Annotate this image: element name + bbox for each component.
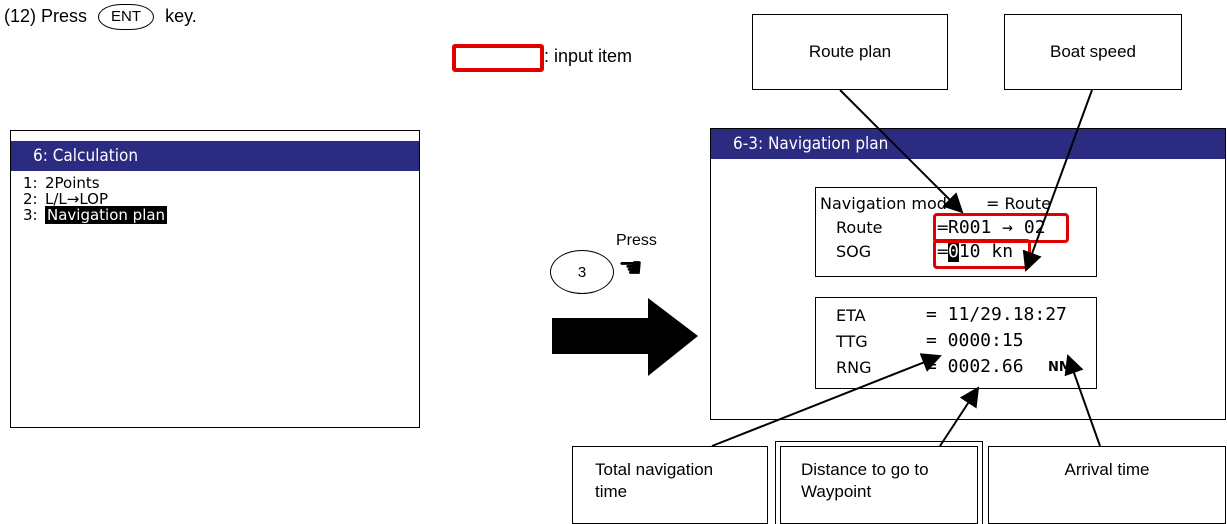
sog-value[interactable]: 010 kn [948, 241, 1013, 262]
total-nav-time-arrow [711, 353, 942, 447]
instruction-line: (12) Press ENT key. [4, 4, 197, 30]
distance-to-go-callout: Distance to go to Waypoint [775, 441, 983, 524]
boat-speed-callout: Boat speed [1004, 14, 1182, 90]
menu-item-label-selected: Navigation plan [45, 206, 168, 224]
big-right-arrow-icon [552, 298, 698, 376]
key-3-button: 3 [550, 250, 614, 294]
navigation-mode-label: Navigation mode [820, 194, 957, 213]
arrival-time-arrow [1064, 354, 1101, 447]
boat-speed-arrow [1022, 89, 1093, 272]
sog-label: SOG [836, 242, 872, 261]
route-value[interactable]: R001 → 02 [948, 217, 1046, 238]
instruction-suffix: key. [165, 5, 197, 26]
pointing-hand-icon: ☚ [618, 252, 644, 283]
route-label: Route [836, 218, 883, 237]
menu-item-number: 1: [23, 174, 38, 192]
menu-item-label: L/L→LOP [45, 190, 109, 208]
menu-item-ll-lop[interactable]: 2: L/L→LOP [23, 191, 419, 207]
route-plan-arrow [839, 89, 964, 214]
menu-item-number: 2: [23, 190, 38, 208]
press-label: Press [616, 232, 657, 249]
input-item-legend-swatch [452, 44, 544, 72]
sog-equals: = [936, 242, 950, 261]
total-navigation-time-callout: Total navigation time [572, 446, 768, 524]
eta-label: ETA [836, 306, 866, 325]
navigation-mode-value: = Route [986, 194, 1051, 213]
distance-arrow [939, 386, 980, 447]
menu-item-label: 2Points [45, 174, 100, 192]
input-item-legend-label: : input item [544, 46, 633, 66]
route-plan-callout: Route plan [752, 14, 948, 90]
sog-cursor: 0 [948, 241, 959, 262]
rng-value: = 0002.66 [926, 356, 1024, 377]
calculation-menu-screen: 6: Calculation 1: 2Points 2: L/L→LOP 3: Nav… [10, 130, 420, 428]
menu-item-number: 3: [23, 206, 38, 224]
eta-value: = 11/29.18:27 [926, 304, 1067, 325]
instruction-prefix: (12) Press [4, 5, 88, 26]
rng-label: RNG [836, 358, 872, 377]
navigation-plan-screen: 6-3: Navigation plan Navigation mode = R… [710, 128, 1226, 420]
sog-value-text: 10 kn [958, 241, 1014, 262]
calculation-title: 6: Calculation [11, 141, 419, 171]
arrival-time-callout: Arrival time [988, 446, 1226, 524]
ttg-label: TTG [836, 332, 868, 351]
ttg-value: = 0000:15 [926, 330, 1024, 351]
ent-key: ENT [98, 4, 155, 30]
menu-item-navigation-plan[interactable]: 3: Navigation plan [23, 206, 419, 224]
route-equals: = [936, 218, 950, 237]
navigation-plan-title: 6-3: Navigation plan [711, 129, 1225, 159]
menu-item-2points[interactable]: 1: 2Points [23, 175, 419, 191]
